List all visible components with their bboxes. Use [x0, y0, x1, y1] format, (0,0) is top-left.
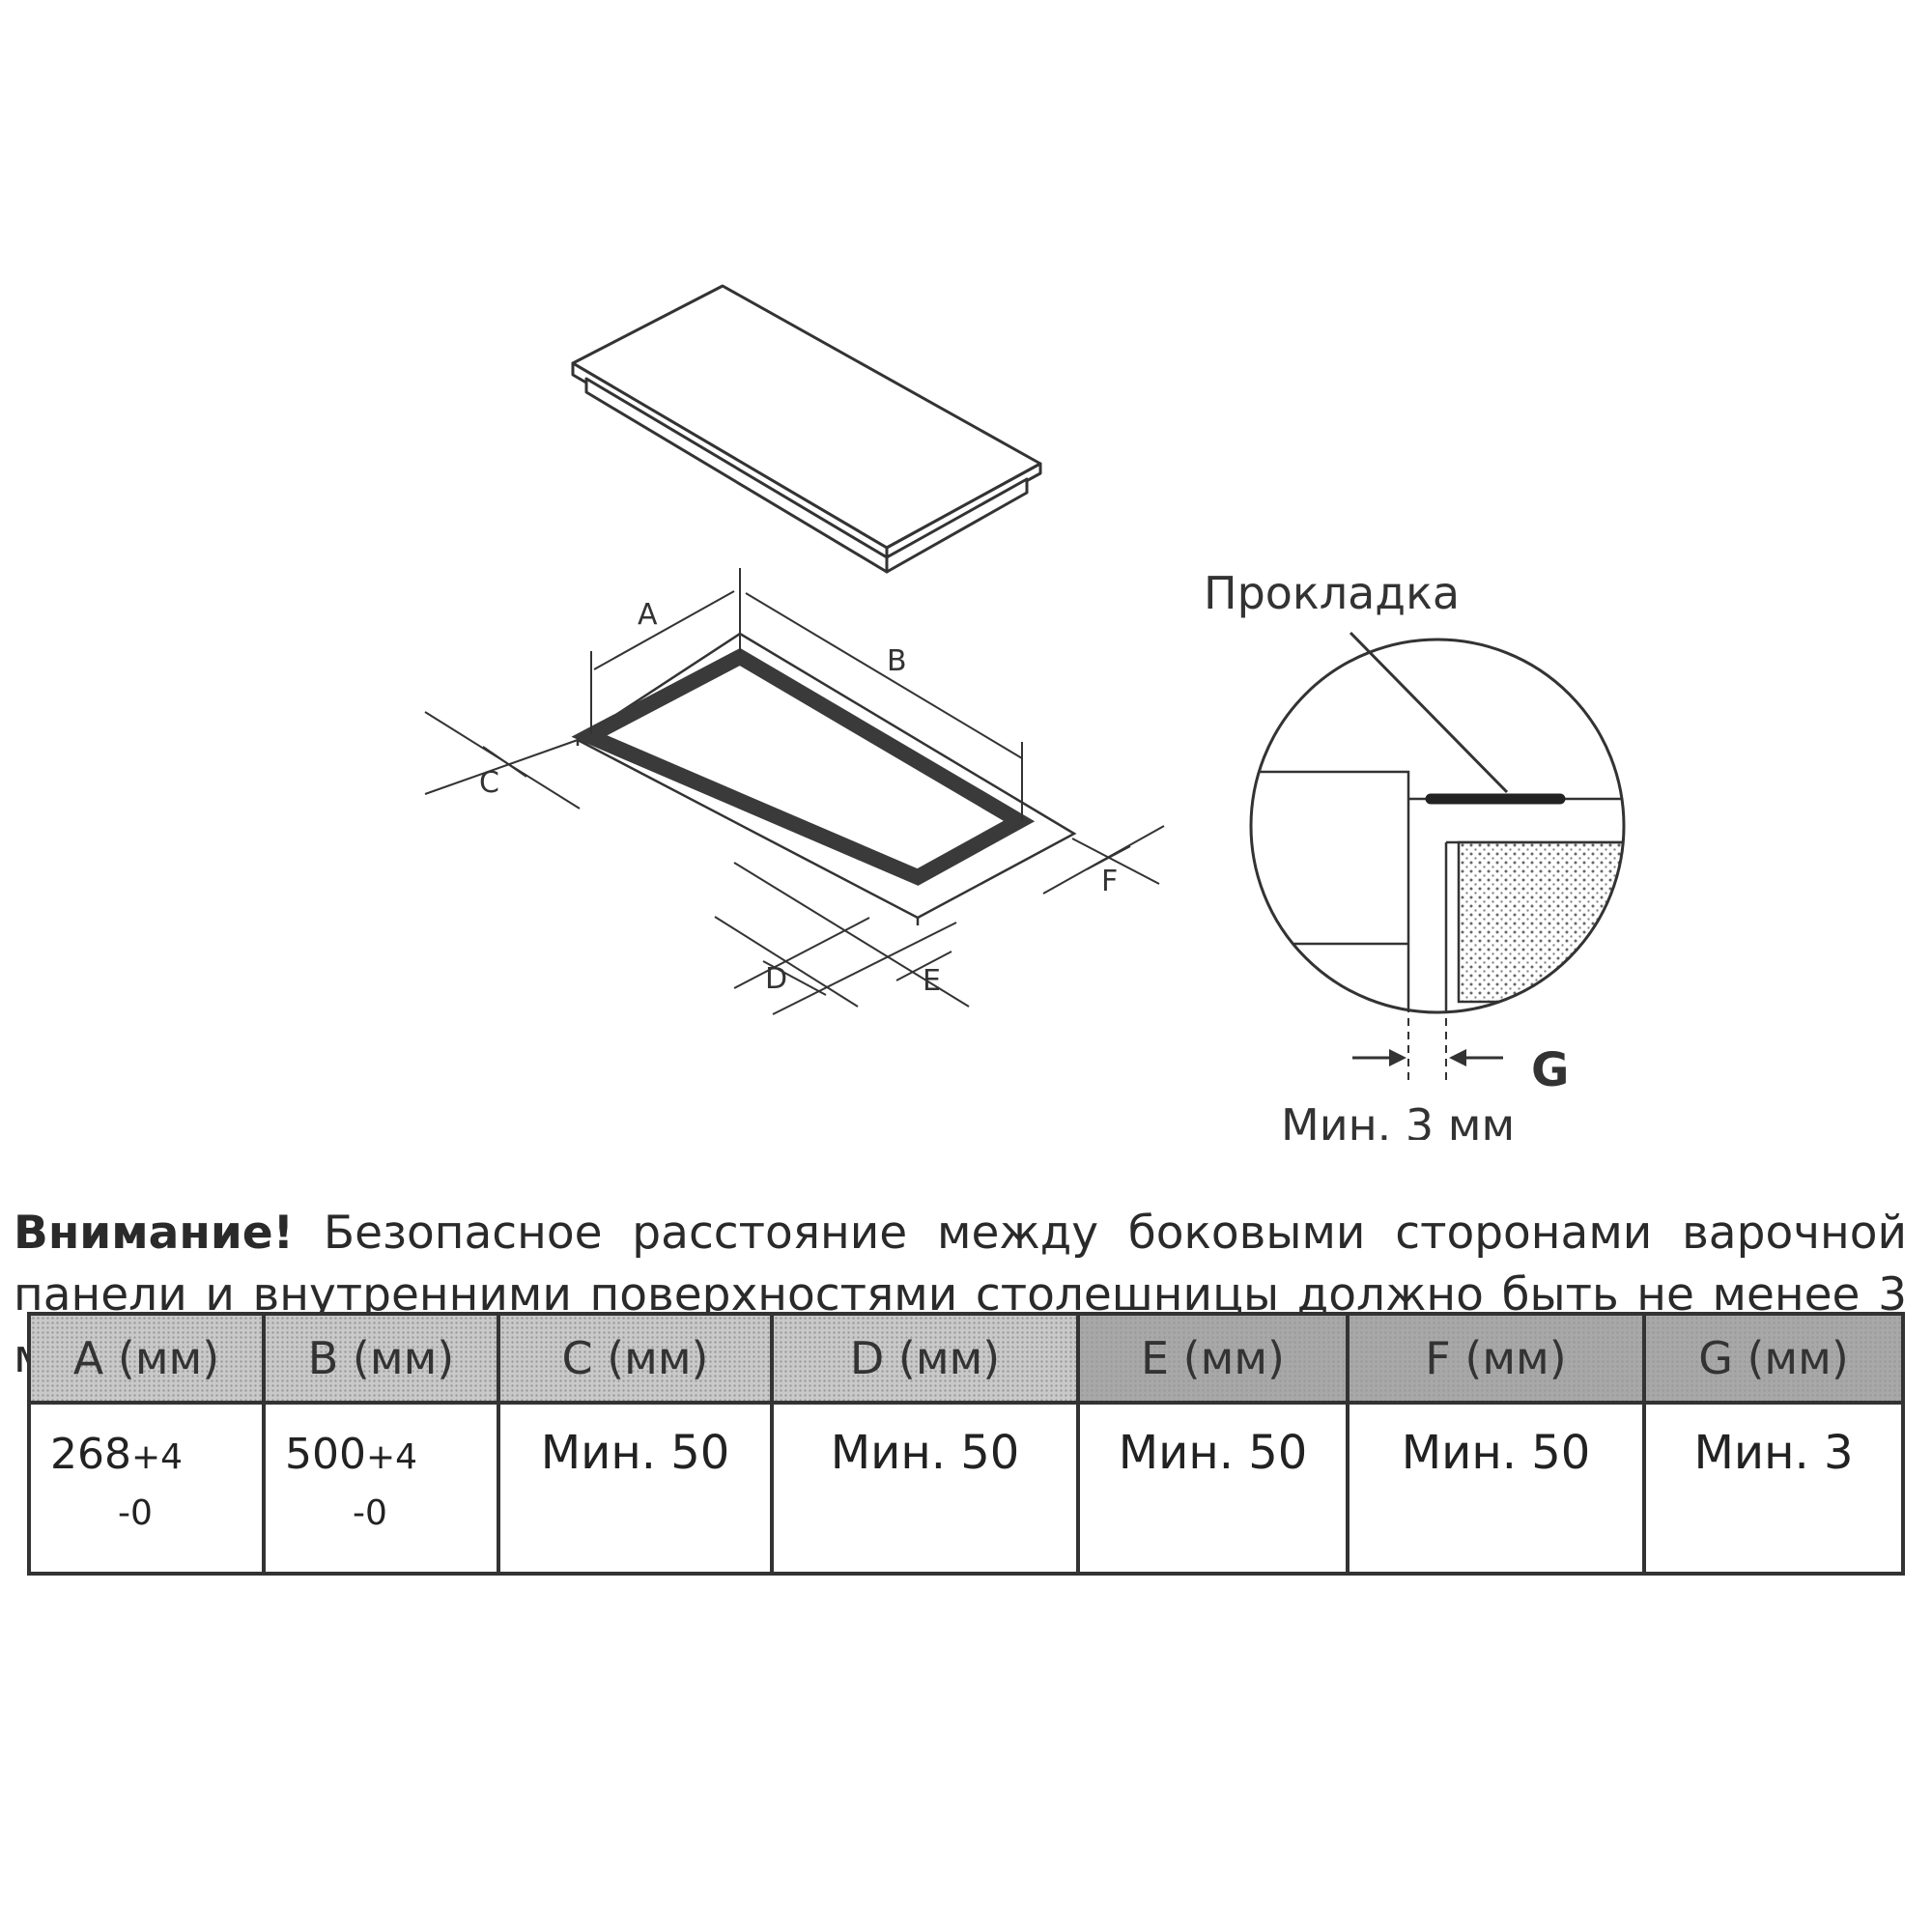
dimension-lines [424, 568, 1165, 1015]
table-row: 268+4 -0 500+4 -0 Мин. 50 Мин. 50 Мин. 5… [27, 1401, 1905, 1576]
header-d: D (мм) [770, 1312, 1080, 1405]
dim-label-a: A [638, 598, 658, 632]
dim-label-d: D [765, 962, 787, 996]
cell-g: Мин. 3 [1642, 1401, 1905, 1576]
installation-diagram: A B C D E F Прокладка G Мин. 3 мм [424, 284, 1626, 1140]
countertop-illustration [571, 632, 1077, 925]
gap-label: Мин. 3 мм [1281, 1099, 1515, 1140]
b-minus-tolerance: -0 [353, 1493, 387, 1533]
dim-label-b: B [887, 644, 907, 678]
cell-b: 500+4 -0 [262, 1401, 500, 1576]
notice-prefix: Внимание! [14, 1207, 295, 1260]
table-header-row: A (мм) B (мм) C (мм) D (мм) E (мм) F (мм… [27, 1312, 1905, 1405]
header-a: A (мм) [27, 1312, 266, 1405]
header-g: G (мм) [1642, 1312, 1905, 1405]
hob-illustration [571, 284, 1042, 574]
b-plus-tolerance: +4 [365, 1437, 418, 1477]
dim-label-c: C [479, 766, 499, 800]
cell-a: 268+4 -0 [27, 1401, 266, 1576]
dimensions-table: A (мм) B (мм) C (мм) D (мм) E (мм) F (мм… [27, 1312, 1905, 1576]
cell-f: Мин. 50 [1346, 1401, 1646, 1576]
header-f: F (мм) [1346, 1312, 1646, 1405]
b-value: 500 [285, 1430, 366, 1479]
gasket-detail-circle [1249, 631, 1626, 1082]
dim-label-f: F [1101, 865, 1118, 898]
a-plus-tolerance: +4 [130, 1437, 184, 1477]
cell-e: Мин. 50 [1076, 1401, 1350, 1576]
header-c: C (мм) [497, 1312, 774, 1405]
notice-text: Безопасное расстояние между боковыми сто… [14, 1207, 1907, 1383]
gasket-label: Прокладка [1204, 567, 1460, 619]
dim-label-g: G [1531, 1043, 1569, 1097]
cell-d: Мин. 50 [770, 1401, 1080, 1576]
dim-label-e: E [923, 964, 941, 998]
cell-c: Мин. 50 [497, 1401, 774, 1576]
header-b: B (мм) [262, 1312, 500, 1405]
safety-notice: Внимание! Безопасное расстояние между бо… [14, 1203, 1907, 1388]
a-minus-tolerance: -0 [118, 1493, 153, 1533]
header-e: E (мм) [1076, 1312, 1350, 1405]
a-value: 268 [50, 1430, 131, 1479]
